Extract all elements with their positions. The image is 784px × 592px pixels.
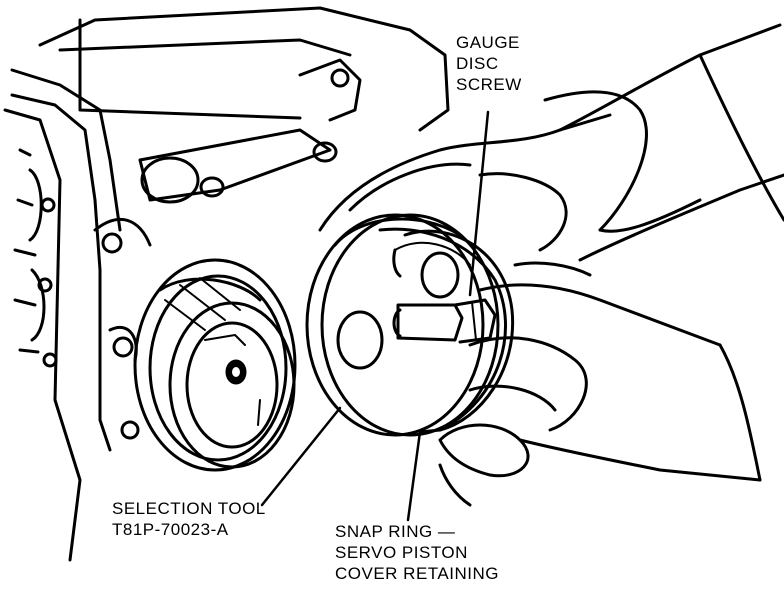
leader-lines — [260, 110, 490, 522]
transmission-case — [3, 6, 450, 562]
servo-piston — [168, 301, 296, 469]
technician-hand — [318, 23, 784, 507]
tool-label-line: SELECTION TOOL — [112, 499, 266, 518]
gauge-disc-screw-label: GAUGE DISC SCREW — [456, 32, 522, 95]
snap-label-line: SNAP RING — — [335, 522, 456, 541]
tool-leader — [260, 406, 342, 507]
selection-tool-label: SELECTION TOOL T81P-70023-A — [112, 498, 266, 540]
snap-label-line: SERVO PISTON — [335, 543, 468, 562]
gauge-leader — [468, 110, 490, 297]
gauge-label-line: SCREW — [456, 75, 522, 94]
snap-ring-label: SNAP RING — SERVO PISTON COVER RETAINING — [335, 521, 499, 584]
snap-ring — [392, 229, 515, 434]
snap-leader — [406, 430, 422, 522]
servo-bore — [133, 258, 297, 472]
gauge-label-line: GAUGE — [456, 33, 520, 52]
tool-label-line: T81P-70023-A — [112, 520, 229, 539]
gauge-label-line: DISC — [456, 54, 499, 73]
snap-label-line: COVER RETAINING — [335, 564, 499, 583]
